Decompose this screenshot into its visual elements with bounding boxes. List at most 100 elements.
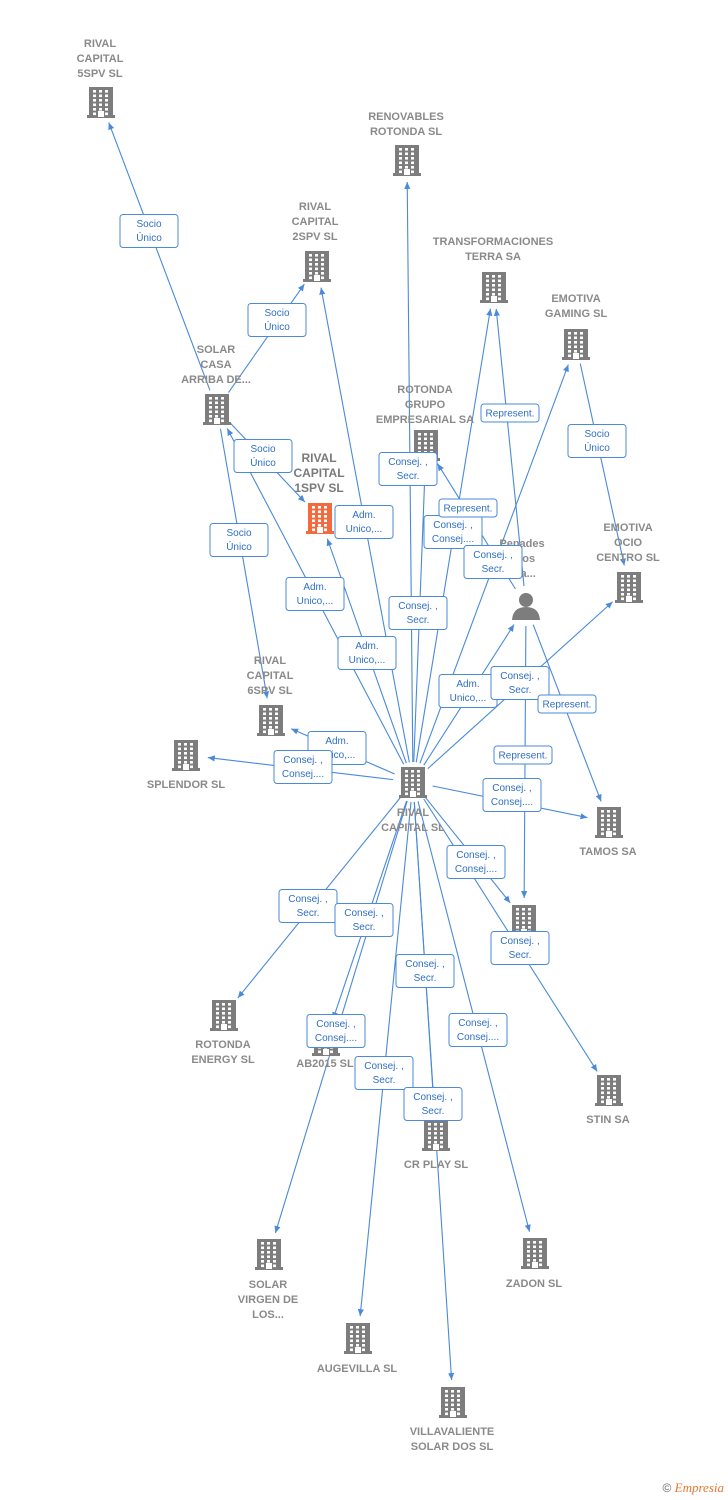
node-zadon[interactable]: ZADON SL xyxy=(506,1238,563,1290)
edge-label-text: Consej. , xyxy=(364,1061,403,1072)
edge-label-text: Represent. xyxy=(499,751,548,762)
node-label: ZADON SL xyxy=(506,1278,563,1290)
building-icon xyxy=(562,329,590,360)
node-stin[interactable]: STIN SA xyxy=(586,1075,630,1126)
edge-label[interactable]: Consej. , Secr. xyxy=(490,931,550,965)
node-label: RIVAL xyxy=(397,807,429,819)
node-tamos[interactable]: TAMOS SA xyxy=(579,807,637,858)
edge-label[interactable]: Consej. ,Consej.... xyxy=(306,1014,366,1048)
edge-label-text: Socio xyxy=(250,444,275,455)
edge-label-box xyxy=(490,666,550,700)
brand-logo[interactable]: Empresia xyxy=(674,1480,724,1495)
edge-label-text: Socio xyxy=(264,308,289,319)
node-label: CAPITAL SL xyxy=(381,822,445,834)
edge-label[interactable]: Adm.Unico,... xyxy=(337,636,397,670)
edge-label[interactable]: Consej. ,Secr. xyxy=(334,903,394,937)
edge-label-text: Unico,... xyxy=(450,693,487,704)
building-icon xyxy=(615,572,643,603)
edge-label-text: Unico,... xyxy=(297,596,334,607)
edge-label-box xyxy=(493,745,553,765)
edge-label[interactable]: Consej. ,Consej.... xyxy=(482,778,542,812)
building-icon xyxy=(393,145,421,176)
edge-label[interactable]: Consej. ,Consej.... xyxy=(446,845,506,879)
node-label: SOLAR DOS SL xyxy=(411,1441,494,1453)
edge-label-text: Unico,... xyxy=(319,750,356,761)
node-label: RIVAL xyxy=(301,451,336,465)
edge-label-box xyxy=(306,1014,366,1048)
edge-label-box xyxy=(337,636,397,670)
edge-label-text: Consej.... xyxy=(491,797,533,808)
node-center[interactable]: RIVAL CAPITAL SL xyxy=(381,767,445,834)
edge-label[interactable]: Adm.Unico,... xyxy=(334,505,394,539)
node-augevilla[interactable]: AUGEVILLA SL xyxy=(317,1323,398,1375)
edge-label[interactable]: Represent. xyxy=(480,403,540,423)
edge-label[interactable]: Consej. ,Secr. xyxy=(490,666,550,700)
edge-label-box xyxy=(463,545,523,579)
node-label: EMOTIVA xyxy=(603,522,652,534)
edge-label[interactable]: Represent. xyxy=(493,745,553,765)
edge-label-text: Secr. xyxy=(509,950,532,961)
node-label: CAPITAL xyxy=(293,466,344,480)
node-label: OCIO xyxy=(614,537,643,549)
node-label: VIRGEN DE xyxy=(238,1294,299,1306)
edge-label[interactable]: Consej. ,Secr. xyxy=(354,1056,414,1090)
edge-label-text: Único xyxy=(226,540,252,553)
node-label: CENTRO SL xyxy=(596,552,660,564)
node-emotiva_ocio[interactable]: EMOTIVA OCIO CENTRO SL xyxy=(596,522,660,603)
node-crplay[interactable]: CR PLAY SL xyxy=(404,1120,468,1171)
edge-label[interactable]: Consej. ,Secr. xyxy=(395,954,455,988)
node-label: GAMING SL xyxy=(545,308,608,320)
building-icon xyxy=(595,807,623,838)
edge-label-box xyxy=(334,505,394,539)
building-icon xyxy=(399,767,427,798)
edge-label[interactable]: Represent. xyxy=(438,498,498,518)
edge-label[interactable]: Consej. ,Secr. xyxy=(403,1087,463,1121)
edge-solar_casa-to-rival5 xyxy=(108,122,211,391)
edge-label-text: Secr. xyxy=(353,922,376,933)
edge-label-text: Consej. , xyxy=(398,601,437,612)
edge-label-text: Consej. , xyxy=(456,850,495,861)
node-label: 5SPV SL xyxy=(77,68,123,80)
edge-label[interactable]: Consej. ,Consej.... xyxy=(423,515,483,549)
edge-emotiva_gaming-to-emotiva_ocio xyxy=(579,363,626,566)
edge-label-text: Consej. , xyxy=(500,936,539,947)
edge-label[interactable]: Adm.Unico,... xyxy=(285,577,345,611)
edge-label[interactable]: Adm.Unico,... xyxy=(438,674,498,708)
node-person[interactable]: Penades...ros...ia... xyxy=(499,538,545,620)
edge-label[interactable]: Represent. xyxy=(537,694,597,714)
edge-label-box xyxy=(209,523,269,557)
edge-label-box xyxy=(395,954,455,988)
edge-label[interactable]: Consej. ,Secr. xyxy=(378,452,438,486)
edge-label[interactable]: Consej. ,Consej.... xyxy=(273,750,333,784)
node-label: CAPITAL xyxy=(247,670,294,682)
edge-label-box xyxy=(448,1013,508,1047)
edge-label-box xyxy=(233,439,293,473)
edge-label[interactable]: Consej. ,Secr. xyxy=(278,889,338,923)
node-splendor[interactable]: SPLENDOR SL xyxy=(147,740,226,791)
edge-label[interactable]: Consej. ,Consej.... xyxy=(448,1013,508,1047)
edge-label-box xyxy=(537,694,597,714)
edge-label-box xyxy=(378,452,438,486)
edge-label-box xyxy=(354,1056,414,1090)
node-label: TAMOS SA xyxy=(579,846,636,858)
edge-label[interactable]: Consej. ,Secr. xyxy=(388,596,448,630)
edge-label[interactable]: Consej. ,Secr. xyxy=(463,545,523,579)
